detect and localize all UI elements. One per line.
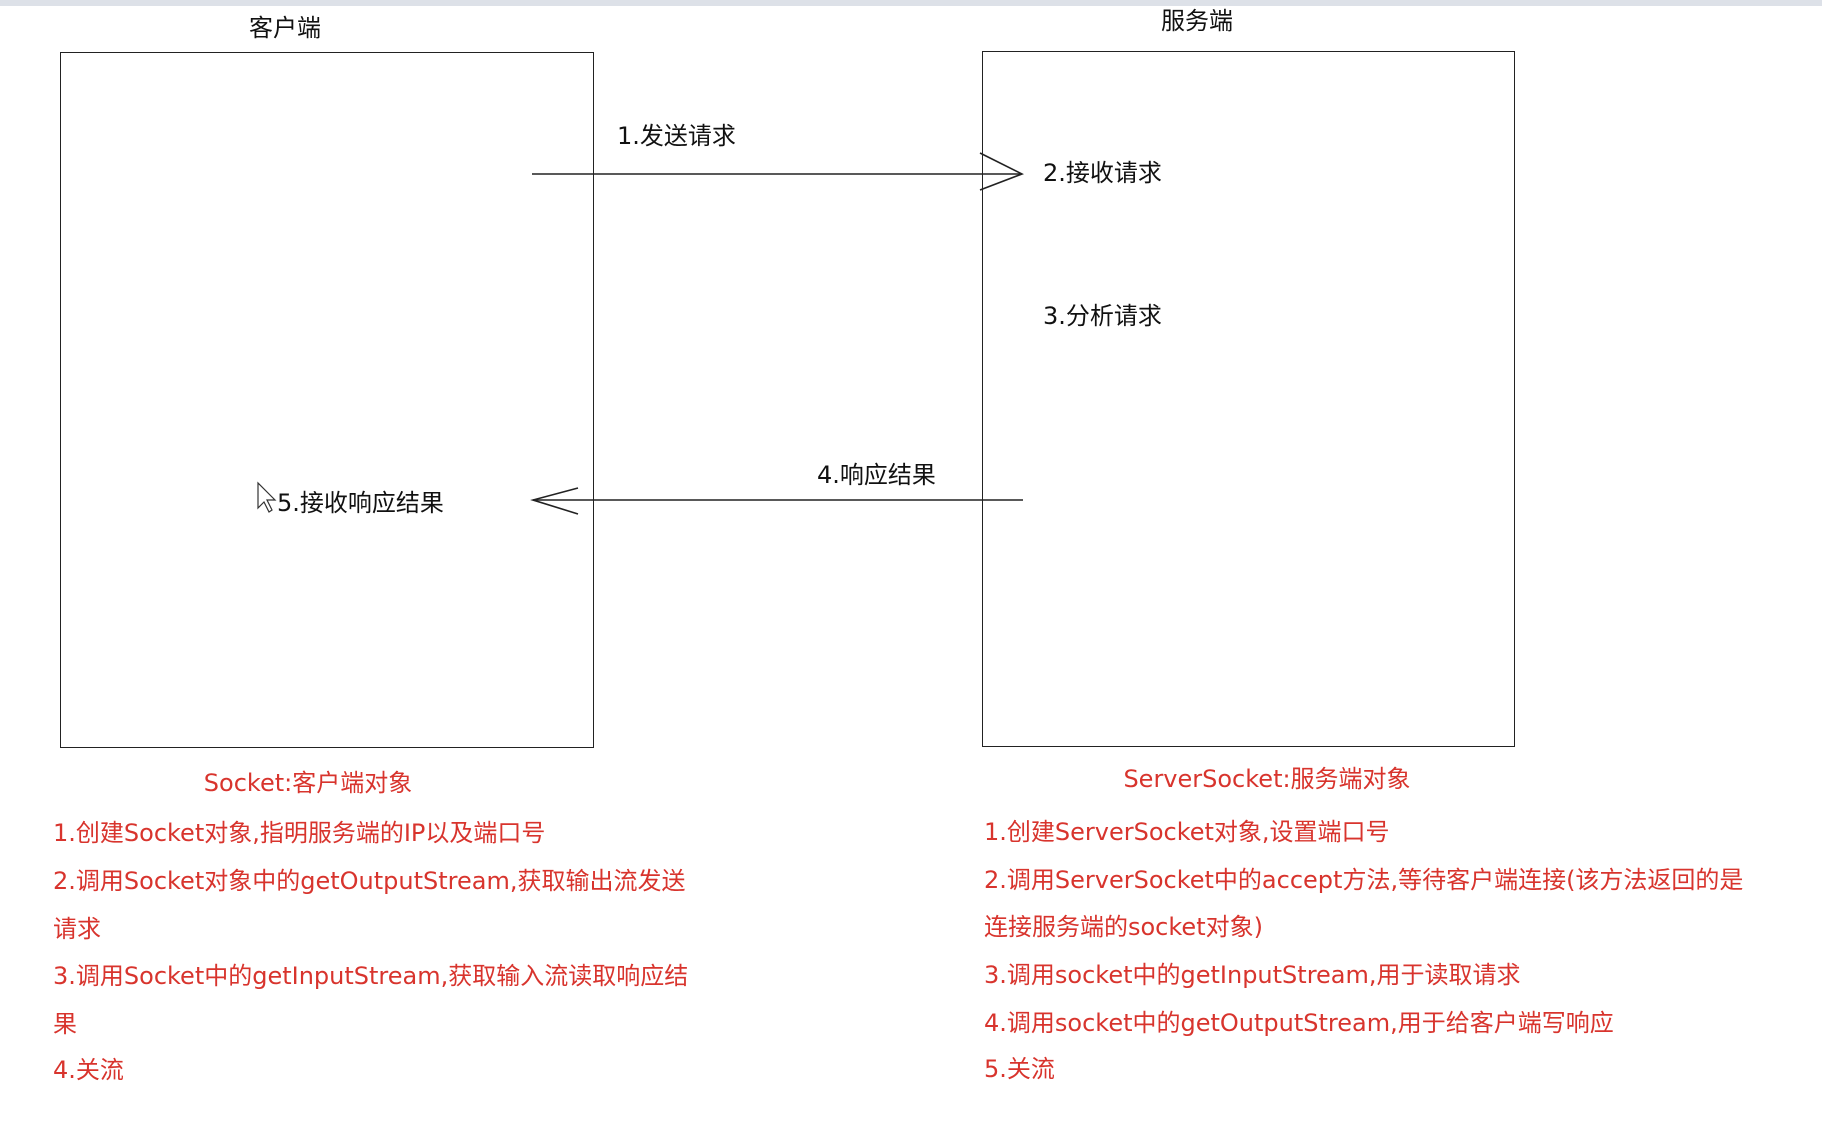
client-step-line: 2.调用Socket对象中的getOutputStream,获取输出流发送 <box>53 867 686 895</box>
server-step-line: 5.关流 <box>984 1055 1055 1083</box>
server-step-line: 连接服务端的socket对象) <box>984 913 1263 941</box>
client-step-line: 果 <box>53 1010 77 1038</box>
server-box <box>982 51 1515 747</box>
server-step-receive: 2.接收请求 <box>1043 159 1162 187</box>
top-bar <box>0 0 1822 6</box>
server-step-line: 4.调用socket中的getOutputStream,用于给客户端写响应 <box>984 1009 1614 1037</box>
request-arrow <box>532 152 1024 191</box>
request-label: 1.发送请求 <box>617 122 736 150</box>
client-step-line: 1.创建Socket对象,指明服务端的IP以及端口号 <box>53 819 546 847</box>
client-object-title: Socket:客户端对象 <box>203 769 413 797</box>
client-step-line: 4.关流 <box>53 1056 124 1084</box>
cursor-icon <box>257 481 277 513</box>
client-step-line: 请求 <box>53 915 101 943</box>
server-object-title: ServerSocket:服务端对象 <box>1123 765 1411 793</box>
server-step-analyze: 3.分析请求 <box>1043 302 1162 330</box>
response-label: 4.响应结果 <box>817 461 936 489</box>
response-arrow <box>530 487 1023 515</box>
client-title: 客户端 <box>249 14 321 42</box>
client-step-line: 3.调用Socket中的getInputStream,获取输入流读取响应结 <box>53 962 689 990</box>
client-step-receive-response: 5.接收响应结果 <box>277 489 444 517</box>
server-step-line: 2.调用ServerSocket中的accept方法,等待客户端连接(该方法返回… <box>984 866 1744 894</box>
client-box <box>60 52 594 748</box>
server-step-line: 3.调用socket中的getInputStream,用于读取请求 <box>984 961 1521 989</box>
server-title: 服务端 <box>1161 7 1233 35</box>
server-step-line: 1.创建ServerSocket对象,设置端口号 <box>984 818 1390 846</box>
